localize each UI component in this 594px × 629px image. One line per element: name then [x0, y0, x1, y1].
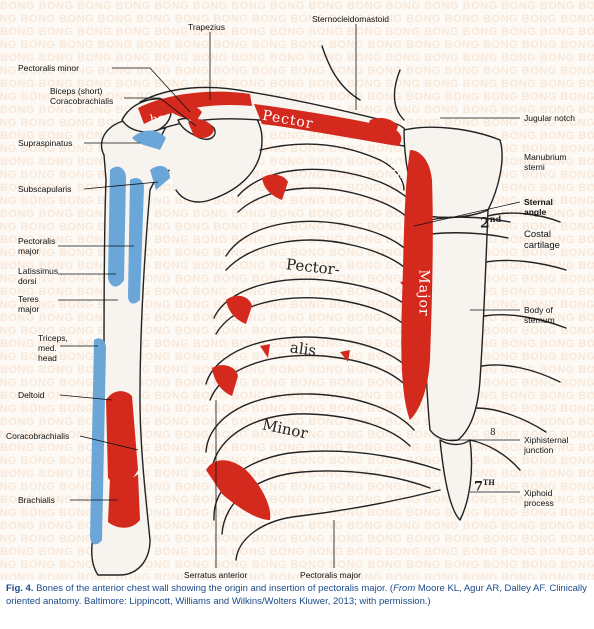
leader-biceps — [124, 97, 197, 127]
subscapularis-insertion — [150, 165, 170, 190]
label-deltoid: Deltoid — [18, 390, 45, 400]
label-trapezius: Trapezius — [188, 22, 226, 32]
label-xiphoid-2: process — [524, 498, 554, 508]
label-pectoralis-major-left-1: Pectoralis — [18, 236, 56, 246]
label-latissimus-1: Latissimus — [18, 266, 59, 276]
label-manubrium-1: Manubrium — [524, 152, 567, 162]
label-body-sternum-2: sternum — [524, 315, 555, 325]
caption-text-2: Moore KL, Agur AR, Dalley AF. Clinically… — [6, 583, 587, 607]
label-triceps-3: head — [38, 353, 57, 363]
label-body-sternum-1: Body of — [524, 305, 553, 315]
coracobrachialis-biceps-origin — [188, 119, 214, 138]
pectoralis-minor-coracoid — [166, 103, 202, 122]
label-supraspinatus: Supraspinatus — [18, 138, 73, 148]
pectoralis-major-clavicular-origin — [254, 104, 402, 146]
label-triceps-1: Triceps, — [38, 333, 68, 343]
label-costal-2: cartilage — [524, 240, 560, 251]
leader-sternal-angle — [413, 201, 521, 227]
label-pectoralis-major-left-2: major — [18, 246, 40, 256]
caption-text-1: Bones of the anterior chest wall showing… — [33, 583, 394, 594]
label-sternocleidomastoid: Sternocleidomastoid — [312, 14, 390, 24]
rib-1 — [259, 143, 405, 191]
rib-small-marks — [260, 280, 414, 382]
label-brachialis: Brachialis — [18, 495, 55, 505]
sternocleidomastoid-origin — [366, 118, 398, 138]
chest-wall-illustration — [58, 24, 567, 576]
right-rib-stubs — [469, 212, 567, 471]
label-pectoralis-major-bottom: Pectoralis major — [300, 570, 361, 580]
caption-from: From — [393, 583, 416, 594]
leader-deltoid — [59, 394, 113, 401]
label-xiphisternal-2: junction — [524, 445, 554, 455]
pectoralis-minor-rib5 — [212, 365, 238, 396]
label-teres-1: Teres — [18, 294, 39, 304]
pectoralis-minor-rib3 — [262, 174, 288, 200]
deltoid-insertion — [106, 391, 138, 485]
rib-8 — [235, 489, 441, 561]
label-manubrium-2: sterni — [524, 162, 545, 172]
trapezius-clavicle-origin — [138, 91, 252, 124]
caption-figure-number: Fig. 4. — [6, 583, 34, 594]
costal-cartilage — [429, 216, 511, 239]
xiphoid-bone — [439, 439, 473, 521]
leader-pec-minor — [112, 67, 191, 113]
pectoralis-major-sternal-origin — [401, 150, 433, 420]
label-teres-2: major — [18, 304, 40, 314]
label-jugular-notch: Jugular notch — [524, 113, 576, 123]
label-coracobrachialis-bottom: Coracobrachialis — [6, 431, 70, 441]
triceps-medial-insertion — [90, 338, 106, 545]
label-xiphisternal-1: Xiphisternal — [524, 435, 569, 445]
cervical-outline — [321, 45, 405, 121]
leader-coracobrachialis — [79, 435, 139, 451]
rib-number-8: 8 — [490, 428, 496, 438]
pectoralis-minor-rib4 — [226, 295, 252, 324]
supraspinatus-insertion — [132, 130, 166, 150]
label-xiphoid-1: Xiphoid — [524, 488, 553, 498]
muscle-text-be-clav: be — [149, 110, 167, 127]
muscle-text-major-vertical: Major — [415, 269, 432, 317]
label-latissimus-2: dorsi — [18, 276, 37, 286]
rib-6 — [205, 393, 415, 469]
label-coracobrachialis-top: Coracobrachialis — [50, 96, 114, 106]
pectoralis-major-insertion — [128, 178, 144, 304]
figure-caption: Fig. 4. Bones of the anterior chest wall… — [6, 583, 590, 608]
label-sternal-angle-1: Sternal — [524, 197, 553, 207]
latissimus-teres-insertion — [108, 166, 126, 287]
label-pectoralis-minor: Pectoralis minor — [18, 63, 79, 73]
label-serratus-anterior: Serratus anterior — [184, 570, 248, 580]
label-triceps-2: med. — [38, 343, 57, 353]
label-costal-1: Costal — [524, 229, 551, 240]
brachialis-origin — [108, 474, 140, 528]
label-biceps-short: Biceps (short) — [50, 86, 103, 96]
rib-number-7: 7TH — [474, 478, 495, 495]
rib-number-2: 2nd — [480, 214, 502, 232]
muscle-text-alis-mid: alis — [288, 338, 318, 360]
label-subscapularis: Subscapularis — [18, 184, 72, 194]
serratus-anterior-origin — [206, 460, 271, 520]
anatomy-figure: BONG BONG BONG BONG BONG BONG BONG BONG … — [0, 0, 594, 580]
leader-subscapularis — [83, 181, 159, 190]
label-sternal-angle-2: angle — [524, 207, 547, 217]
